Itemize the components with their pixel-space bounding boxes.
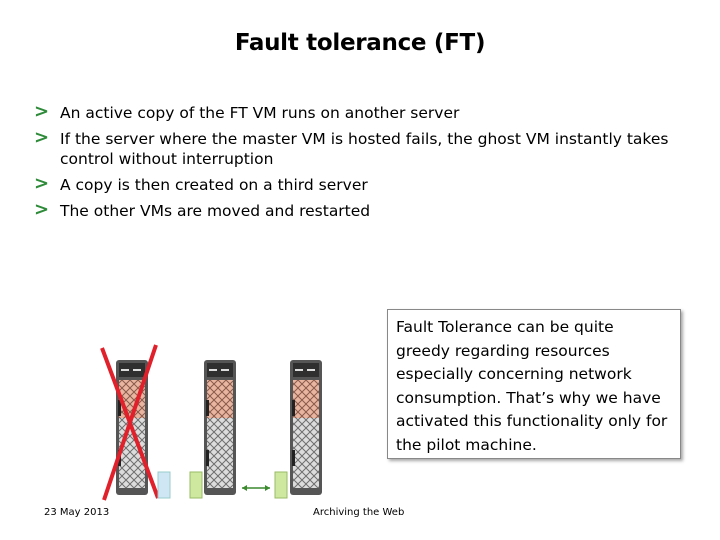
double-arrow-icon: [242, 485, 270, 491]
footer-title: Archiving the Web: [313, 507, 405, 518]
bullet-item: > An active copy of the FT VM runs on an…: [34, 101, 704, 123]
server-rack-icon: [204, 360, 236, 495]
chevron-right-icon: >: [34, 173, 50, 194]
callout-box: Fault Tolerance can be quite greedy rega…: [387, 309, 681, 459]
vm-icon: [189, 471, 203, 499]
bullet-item: > The other VMs are moved and restarted: [34, 199, 704, 221]
bullet-text: If the server where the master VM is hos…: [60, 130, 669, 168]
server-rack-icon: [290, 360, 322, 495]
chevron-right-icon: >: [34, 199, 50, 220]
bullet-item: > A copy is then created on a third serv…: [34, 173, 704, 195]
bullet-text: A copy is then created on a third server: [60, 176, 368, 194]
server-diagram: [100, 344, 322, 501]
vm-icon: [157, 471, 171, 499]
bullet-item: > If the server where the master VM is h…: [34, 127, 704, 169]
bullet-text: An active copy of the FT VM runs on anot…: [60, 104, 460, 122]
bullet-text: The other VMs are moved and restarted: [60, 202, 371, 220]
footer-date: 23 May 2013: [44, 507, 110, 518]
vm-icon: [274, 471, 288, 499]
chevron-right-icon: >: [34, 101, 50, 122]
bullet-list: > An active copy of the FT VM runs on an…: [34, 101, 704, 227]
slide-title: Fault tolerance (FT): [234, 30, 486, 56]
chevron-right-icon: >: [34, 127, 50, 148]
x-cross-icon: [100, 344, 160, 501]
